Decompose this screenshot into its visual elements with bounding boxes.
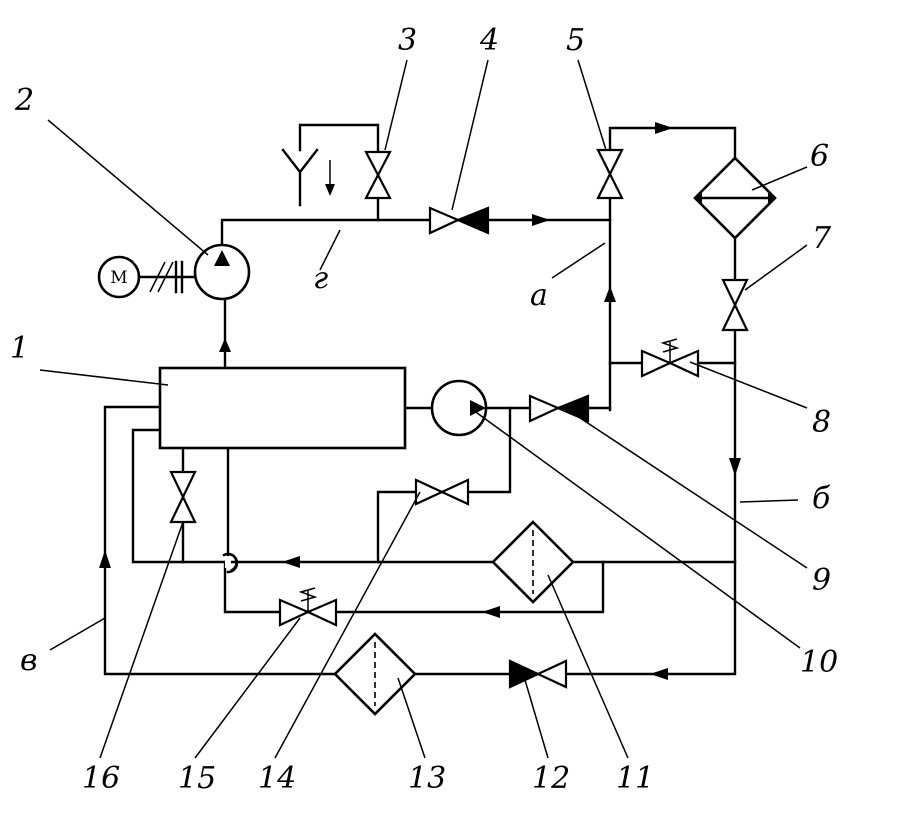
pipe-line-b bbox=[558, 236, 737, 676]
valve-5 bbox=[596, 148, 624, 200]
pipe-bypass-15 bbox=[223, 560, 605, 614]
filter-13 bbox=[333, 632, 417, 716]
line-label-v: в bbox=[20, 643, 37, 678]
callout-1: 1 bbox=[10, 331, 29, 366]
callout-4: 4 bbox=[479, 23, 499, 58]
callout-8: 8 bbox=[812, 405, 831, 440]
filler-funnel bbox=[281, 148, 335, 207]
check-valve-4 bbox=[428, 206, 490, 235]
motor: М bbox=[97, 255, 196, 299]
line-letters: а б в г bbox=[20, 261, 831, 678]
callout-9: 9 bbox=[812, 563, 831, 598]
flow-arrow-down-b bbox=[729, 458, 741, 476]
flow-arrows bbox=[99, 122, 741, 680]
line-label-a: а bbox=[530, 278, 548, 313]
valve-3 bbox=[364, 150, 392, 200]
flow-arrow-left-return bbox=[282, 556, 300, 568]
callout-12: 12 bbox=[532, 761, 570, 796]
motor-label: М bbox=[110, 268, 127, 288]
callout-10: 10 bbox=[800, 645, 838, 680]
callout-3: 3 bbox=[398, 23, 417, 58]
callout-5: 5 bbox=[566, 23, 585, 58]
callout-16: 16 bbox=[82, 761, 120, 796]
callout-2: 2 bbox=[14, 83, 34, 118]
relief-valve-15 bbox=[278, 587, 338, 627]
flow-arrow-right-g bbox=[532, 214, 550, 226]
flow-arrow-left-bypass bbox=[482, 606, 500, 618]
pipe-crossover-arc bbox=[226, 552, 239, 574]
callout-15: 15 bbox=[178, 761, 216, 796]
flow-arrow-left-bottom bbox=[650, 668, 668, 680]
flow-arrow-right-top bbox=[655, 122, 673, 134]
heat-exchanger-6 bbox=[693, 156, 777, 240]
pipe-line-v bbox=[103, 405, 562, 676]
line-label-g: г bbox=[313, 261, 328, 296]
callout-6: 6 bbox=[810, 139, 829, 174]
pipe-return-11-tank bbox=[131, 428, 226, 564]
callout-11: 11 bbox=[616, 761, 654, 796]
callout-numbers: 1 2 3 4 5 6 7 8 9 10 11 12 13 14 15 16 bbox=[10, 23, 838, 796]
leader-lines bbox=[39, 59, 808, 759]
crossover-gap bbox=[225, 556, 231, 568]
pump-2 bbox=[193, 243, 251, 301]
callout-7: 7 bbox=[812, 221, 832, 256]
pipe-line-a bbox=[608, 126, 737, 412]
flow-arrow-up-v bbox=[99, 550, 111, 568]
line-label-b: б bbox=[812, 481, 831, 516]
pipe-filler-branch bbox=[298, 123, 380, 222]
callout-13: 13 bbox=[408, 761, 446, 796]
callout-14: 14 bbox=[258, 761, 296, 796]
flow-arrow-up-tank bbox=[219, 338, 231, 352]
valve-7 bbox=[721, 278, 749, 332]
pump-10 bbox=[430, 379, 488, 437]
flow-arrow-up-a bbox=[604, 286, 616, 302]
pipe-line-g bbox=[220, 218, 612, 250]
check-valve-12 bbox=[508, 659, 568, 689]
pipelines bbox=[103, 123, 737, 676]
tank-1 bbox=[158, 366, 407, 450]
check-valve-9 bbox=[528, 394, 590, 423]
valve-16 bbox=[169, 470, 197, 524]
valve-14 bbox=[414, 478, 470, 506]
filter-11 bbox=[491, 520, 575, 604]
relief-valve-8 bbox=[640, 338, 700, 378]
